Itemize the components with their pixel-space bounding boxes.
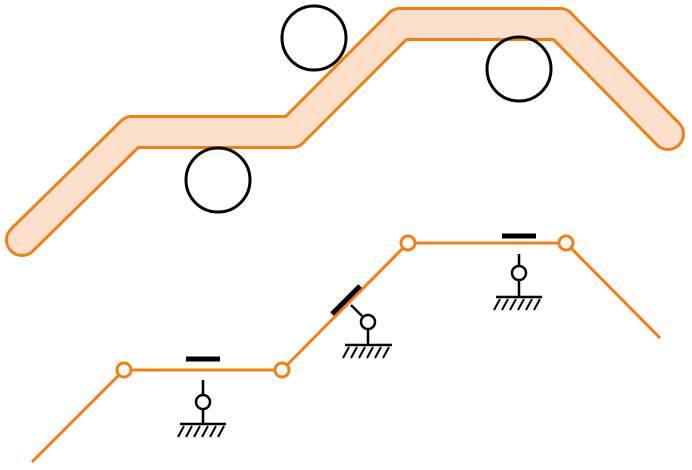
- roller-top-left: [280, 4, 348, 72]
- ground-hatch-2: [342, 346, 390, 359]
- pin-joint-3: [399, 234, 417, 252]
- support-pin-3: [510, 264, 528, 282]
- support-post-2: [350, 304, 363, 317]
- link-left-diagonal: [8, 118, 146, 254]
- roller-support-2: [330, 284, 392, 359]
- link-middle-diagonal: [278, 10, 414, 146]
- schematic-path: [30, 241, 662, 464]
- contact-plate-2: [330, 284, 362, 316]
- pin-joint-4: [557, 234, 575, 252]
- lower-schematic: [30, 234, 662, 464]
- roller-top-right: [485, 35, 553, 103]
- ground-hatch-3: [493, 298, 541, 311]
- roller-support-1: [177, 356, 226, 438]
- support-pin-1: [194, 393, 212, 411]
- support-pin-2: [359, 313, 377, 331]
- pin-joint-2: [273, 361, 291, 379]
- ground-hatch-1: [177, 425, 225, 438]
- roller-support-3: [493, 233, 542, 311]
- upper-rollers: [184, 4, 553, 214]
- roller-bottom-left: [184, 146, 252, 214]
- upper-linkage: [8, 10, 682, 254]
- pin-joint-1: [115, 361, 133, 379]
- link-right-diagonal: [546, 10, 682, 148]
